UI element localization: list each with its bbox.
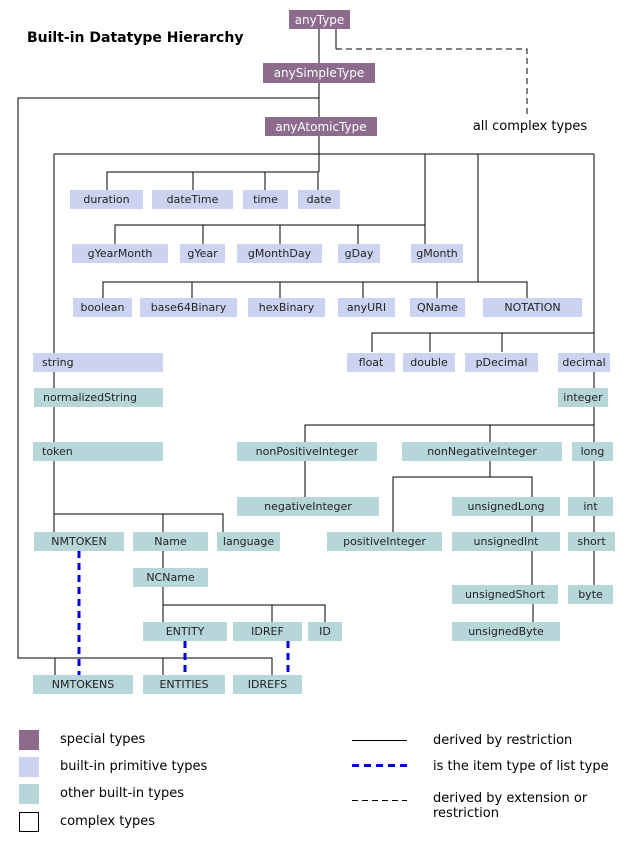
type-node-gMonthDay: gMonthDay <box>237 244 322 263</box>
type-node-pDecimal: pDecimal <box>465 353 538 372</box>
type-node-anyType: anyType <box>289 10 350 29</box>
type-node-unsignedInt: unsignedInt <box>452 532 560 551</box>
type-node-unsignedByte: unsignedByte <box>452 622 560 641</box>
diagram-title: Built-in Datatype Hierarchy <box>27 30 244 46</box>
edge-solid <box>114 224 425 244</box>
type-node-IDREF: IDREF <box>233 622 302 641</box>
legend-swatch-special-types <box>19 730 39 750</box>
type-node-long: long <box>572 442 613 461</box>
legend-label-primitive-types: built-in primitive types <box>60 759 208 774</box>
type-node-gYear: gYear <box>180 244 225 263</box>
edge-solid <box>304 424 595 442</box>
type-node-gMonth: gMonth <box>411 244 463 263</box>
type-node-Name: Name <box>133 532 208 551</box>
legend-label-complex-types: complex types <box>60 814 156 829</box>
type-node-language: language <box>217 532 280 551</box>
edge-solid <box>392 476 533 532</box>
legend-swatch-primitive-types <box>19 757 39 777</box>
edge-dashed <box>336 48 528 116</box>
legend-label-other-builtin-types: other built-in types <box>60 786 185 801</box>
legend-swatch-complex-types <box>19 812 39 832</box>
type-node-IDREFS: IDREFS <box>233 675 302 694</box>
type-node-negativeInteger: negativeInteger <box>237 497 379 516</box>
type-node-nonPositiveInteger: nonPositiveInteger <box>237 442 377 461</box>
type-node-unsignedShort: unsignedShort <box>452 585 558 604</box>
type-node-nonNegativeInteger: nonNegativeInteger <box>402 442 562 461</box>
type-node-short: short <box>568 532 615 551</box>
legend-label-item-type-of-list: is the item type of list type <box>433 759 609 774</box>
type-node-anySimpleType: anySimpleType <box>263 63 375 83</box>
type-node-decimal: decimal <box>558 353 610 372</box>
all-complex-types-label: all complex types <box>472 119 588 134</box>
type-node-positiveInteger: positiveInteger <box>327 532 442 551</box>
type-node-time: time <box>243 190 288 209</box>
type-node-boolean: boolean <box>73 298 132 317</box>
type-node-int: int <box>568 497 613 516</box>
type-node-token: token <box>33 442 163 461</box>
legend-label-derived-by-restriction: derived by restriction <box>433 733 573 748</box>
edge-solid <box>54 513 224 532</box>
legend-line-dashed-blue <box>352 764 407 767</box>
legend-label-special-types: special types <box>60 732 146 747</box>
type-node-ENTITIES: ENTITIES <box>143 675 225 694</box>
edge-solid <box>106 171 319 190</box>
type-node-dateTime: dateTime <box>152 190 233 209</box>
edge-solid <box>102 281 528 298</box>
legend-line-solid <box>352 740 407 741</box>
legend-line-dashed-black <box>352 800 407 801</box>
type-node-anyAtomicType: anyAtomicType <box>265 117 377 136</box>
type-node-float: float <box>347 353 395 372</box>
type-node-NMTOKEN: NMTOKEN <box>34 532 124 551</box>
type-node-anyURI: anyURI <box>338 298 395 317</box>
type-node-ID: ID <box>308 622 342 641</box>
type-node-gDay: gDay <box>338 244 380 263</box>
type-node-NMTOKENS: NMTOKENS <box>33 675 133 694</box>
type-node-ENTITY: ENTITY <box>143 622 227 641</box>
edge-solid <box>163 604 326 622</box>
legend-swatch-other-builtin-types <box>19 784 39 804</box>
edge-solid <box>371 332 594 352</box>
legend-label-derived-by-extension: derived by extension or restriction <box>433 791 588 821</box>
type-node-string: string <box>33 353 163 372</box>
type-node-byte: byte <box>568 585 613 604</box>
type-node-QName: QName <box>410 298 465 317</box>
type-node-integer: integer <box>558 388 608 407</box>
edge-solid <box>17 97 319 675</box>
type-node-NOTATION: NOTATION <box>483 298 582 317</box>
type-node-base64Binary: base64Binary <box>140 298 237 317</box>
type-node-duration: duration <box>70 190 143 209</box>
type-node-normalizedString: normalizedString <box>34 388 163 407</box>
type-node-NCName: NCName <box>133 568 208 587</box>
type-node-date: date <box>298 190 340 209</box>
type-node-double: double <box>403 353 455 372</box>
type-node-unsignedLong: unsignedLong <box>452 497 560 516</box>
type-node-hexBinary: hexBinary <box>248 298 325 317</box>
type-node-gYearMonth: gYearMonth <box>72 244 168 263</box>
